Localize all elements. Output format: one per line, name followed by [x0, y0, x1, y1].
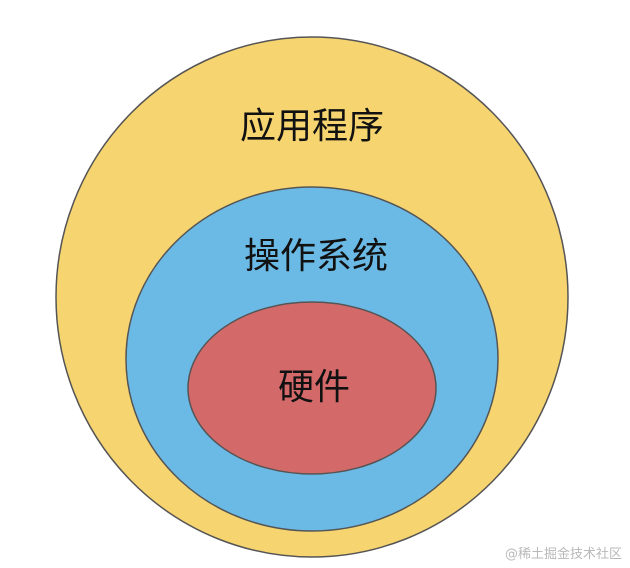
watermark: @稀土掘金技术社区 — [504, 547, 622, 562]
application-layer-label: 应用程序 — [240, 106, 384, 147]
hardware-layer-label: 硬件 — [278, 367, 350, 408]
hardware-layer-ellipse — [187, 301, 437, 475]
os-layer-label: 操作系统 — [244, 236, 388, 277]
